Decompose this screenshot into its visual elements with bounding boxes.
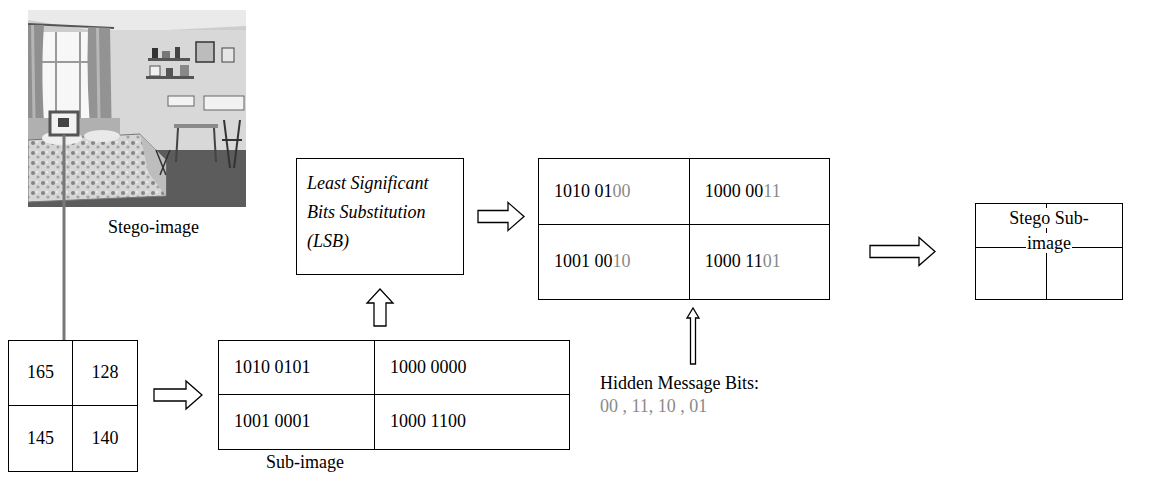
bit-string: 1000 0011 <box>705 181 781 201</box>
image-caption: Stego-image <box>108 217 199 237</box>
bit-string: 1010 0101 <box>234 357 311 377</box>
pixel-value: 165 <box>27 362 54 382</box>
pixel-cell: 140 <box>73 406 137 471</box>
leader-line <box>63 207 66 340</box>
text-holder: Hidden Message Bits: <box>600 372 759 395</box>
message-bits-note: Hidden Message Bits: 00 , 11, 10 , 01 <box>600 372 759 418</box>
embedded-bits: 10 <box>613 251 631 271</box>
embedded-bits: 00 <box>613 181 631 201</box>
bedroom-photo <box>28 10 246 207</box>
binary-cell: 1001 0010 <box>539 225 690 299</box>
binary-cell: 1000 0000 <box>375 341 569 395</box>
pixel-value: 128 <box>92 362 119 382</box>
stego-sub-image: Stego Sub-image <box>975 203 1123 300</box>
text-holder: 1000 0000 <box>390 357 467 379</box>
kept-bits: 1001 00 <box>554 251 613 271</box>
binary-cell: 1000 1101 <box>690 225 829 299</box>
text-holder: 00 , 11, 10 , 01 <box>600 395 759 418</box>
text-holder: 1000 1100 <box>390 411 466 433</box>
text-holder: 145 <box>27 428 54 450</box>
embedded-bits: 11 <box>763 181 780 201</box>
input-arrow <box>687 308 699 364</box>
pixel-cell: 145 <box>9 406 73 471</box>
binary-cell: 1000 0011 <box>690 159 829 225</box>
stego-image-photo: Stego-image <box>28 10 246 207</box>
text-holder: 1010 0100 <box>554 181 631 203</box>
sub-image-table: Sub-image1010 01011000 00001001 00011000… <box>218 340 570 450</box>
pixel-grid: 165 128 145 140 <box>8 340 138 472</box>
lsb-process-box: Least Significant Bits Substitution (LSB… <box>296 158 464 275</box>
flow-arrow <box>367 289 393 326</box>
text-holder: 128 <box>92 362 119 384</box>
box-label: Stego Sub-image <box>1008 208 1090 253</box>
table-caption: Sub-image <box>266 452 344 472</box>
bit-string: 1000 1100 <box>390 411 466 431</box>
text-holder: Least Significant Bits Substitution (LSB… <box>297 159 457 266</box>
text-holder: 1010 0101 <box>234 357 311 379</box>
binary-cell: 1000 1100 <box>375 395 569 449</box>
process-label: Least Significant Bits Substitution (LSB… <box>307 173 429 251</box>
text-holder: 1001 0001 <box>234 411 311 433</box>
kept-bits: 1000 11 <box>705 251 763 271</box>
flow-arrow <box>154 381 202 409</box>
note-heading: Hidden Message Bits: <box>600 373 759 393</box>
text-holder: Sub-image <box>266 453 344 473</box>
text-holder: 1000 0011 <box>705 181 781 203</box>
text-holder: Stego-image <box>108 217 199 239</box>
binary-cell: 1010 0100 <box>539 159 690 225</box>
bit-string: 1010 0100 <box>554 181 631 201</box>
bit-string: 1001 0001 <box>234 411 311 431</box>
bit-string: 1001 0010 <box>554 251 631 271</box>
binary-cell: 1001 0001 <box>219 395 375 449</box>
embedded-bits: 01 <box>763 251 781 271</box>
pixel-cell: 165 <box>9 341 73 406</box>
kept-bits: 1000 00 <box>705 181 764 201</box>
modified-table: 1010 01001000 00111001 00101000 1101 <box>538 158 830 300</box>
pixel-value: 145 <box>27 428 54 448</box>
bit-string: 1000 0000 <box>390 357 467 377</box>
text-holder: 165 <box>27 362 54 384</box>
flow-arrow <box>870 238 935 266</box>
binary-cell: 1010 0101 <box>219 341 375 395</box>
message-bits: 00 , 11, 10 , 01 <box>600 396 707 416</box>
pixel-cell: 128 <box>73 341 137 406</box>
text-holder: 1000 1101 <box>705 251 781 273</box>
text-holder: 140 <box>92 428 119 450</box>
pixel-value: 140 <box>92 428 119 448</box>
flow-arrow <box>478 203 524 231</box>
text-holder: 1001 0010 <box>554 251 631 273</box>
text-holder: Stego Sub-image <box>976 206 1122 256</box>
bit-string: 1000 1101 <box>705 251 781 271</box>
kept-bits: 1010 01 <box>554 181 613 201</box>
